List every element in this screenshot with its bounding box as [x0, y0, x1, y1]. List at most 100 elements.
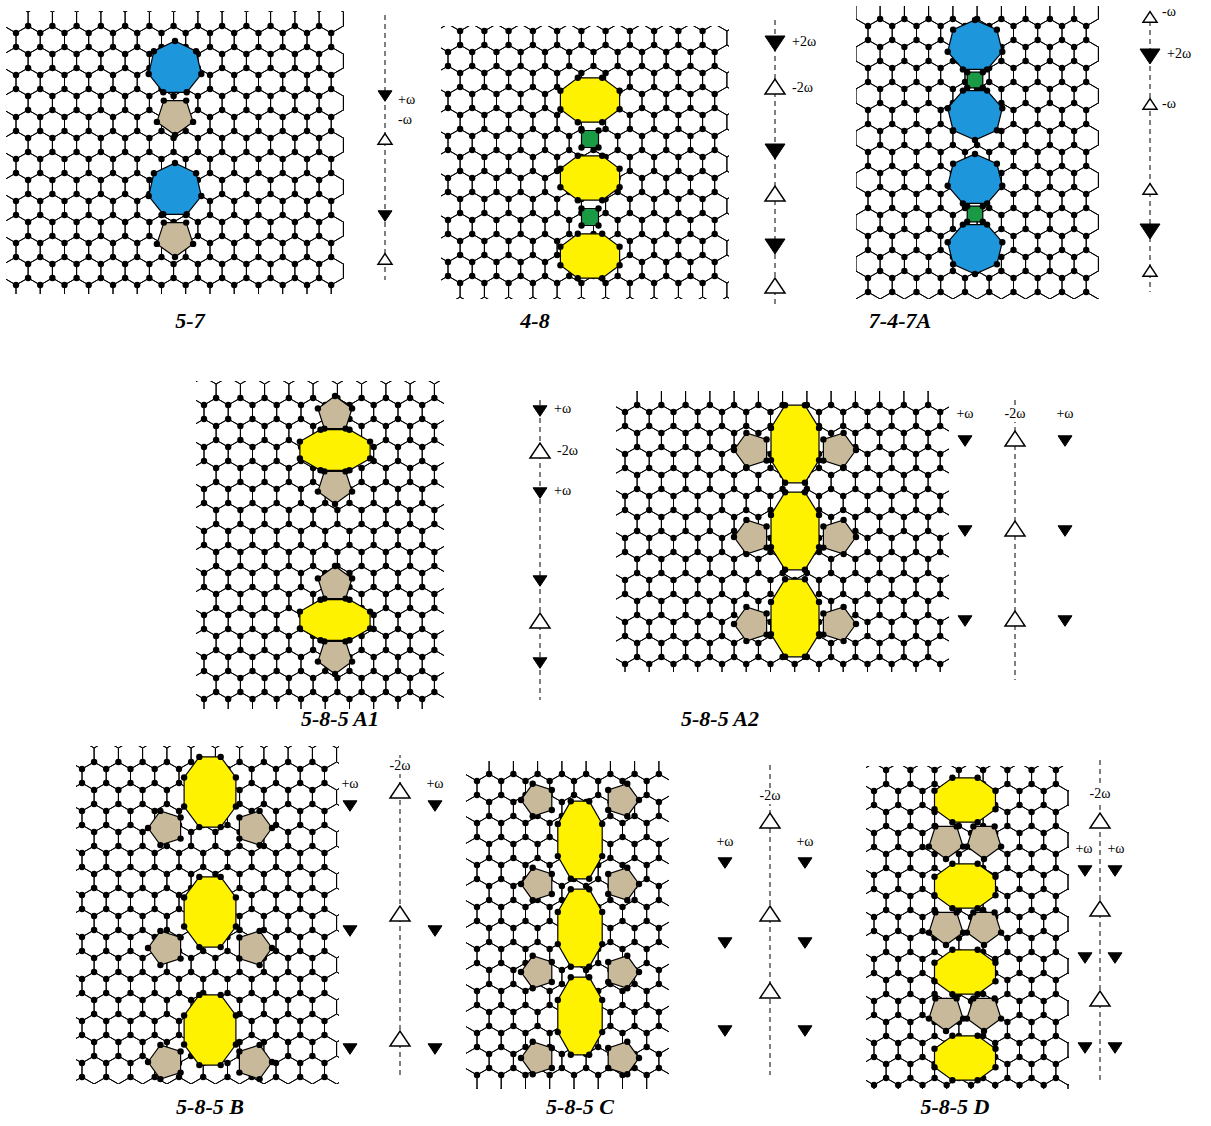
carbon-atom: [195, 23, 201, 29]
carbon-atom: [707, 640, 713, 646]
carbon-atom: [972, 137, 978, 143]
defect-ring: [823, 520, 856, 554]
carbon-atom: [889, 275, 895, 281]
carbon-atom: [889, 247, 895, 253]
carbon-atom: [37, 72, 43, 78]
carbon-atom: [86, 30, 92, 36]
carbon-atom: [964, 203, 970, 209]
carbon-atom: [13, 72, 19, 78]
carbon-atom: [782, 480, 788, 486]
carbon-atom: [274, 668, 280, 674]
carbon-atom: [767, 409, 773, 415]
carbon-atom: [224, 850, 230, 856]
carbon-atom: [304, 44, 310, 50]
carbon-atom: [542, 231, 548, 237]
carbon-atom: [699, 42, 705, 48]
carbon-atom: [1059, 247, 1065, 253]
carbon-atom: [219, 149, 225, 155]
carbon-atom: [13, 156, 19, 162]
carbon-atom: [646, 619, 652, 625]
carbon-atom: [160, 211, 166, 217]
carbon-atom: [782, 402, 788, 408]
carbon-atom: [184, 211, 190, 217]
carbon-atom: [261, 563, 267, 569]
carbon-atom: [712, 105, 718, 111]
carbon-atom: [663, 63, 669, 69]
carbon-atom: [877, 254, 883, 260]
carbon-atom: [518, 273, 524, 279]
carbon-atom: [615, 231, 621, 237]
carbon-atom: [86, 72, 92, 78]
carbon-atom: [865, 107, 871, 113]
carbon-atom: [328, 156, 334, 162]
carbon-atom: [225, 402, 231, 408]
defect-ring: [948, 154, 1003, 203]
carbon-atom: [1047, 226, 1053, 232]
carbon-atom: [249, 528, 255, 534]
carbon-atom: [225, 668, 231, 674]
carbon-atom: [816, 599, 822, 605]
carbon-atom: [1035, 191, 1041, 197]
carbon-atom: [622, 633, 628, 639]
carbon-atom: [225, 444, 231, 450]
carbon-atom: [188, 969, 194, 975]
carbon-atom: [237, 549, 243, 555]
carbon-atom: [876, 598, 882, 604]
carbon-atom: [820, 544, 826, 550]
carbon-atom: [371, 416, 377, 422]
carbon-atom: [658, 612, 664, 618]
carbon-atom: [877, 170, 883, 176]
carbon-atom: [431, 633, 437, 639]
carbon-atom: [431, 563, 437, 569]
carbon-atom: [695, 465, 701, 471]
defect-ring: [582, 209, 599, 226]
carbon-atom: [687, 217, 693, 223]
defect-ring: [967, 206, 983, 222]
carbon-atom: [297, 906, 303, 912]
carbon-atom: [802, 402, 808, 408]
carbon-atom: [371, 570, 377, 576]
carbon-atom: [86, 156, 92, 162]
carbon-atom: [575, 231, 581, 237]
carbon-atom: [419, 668, 425, 674]
carbon-atom: [13, 44, 19, 50]
carbon-atom: [913, 493, 919, 499]
carbon-atom: [840, 638, 846, 644]
carbon-atom: [1010, 163, 1016, 169]
carbon-atom: [445, 175, 451, 181]
carbon-atom: [925, 184, 931, 190]
carbon-atom: [1047, 254, 1053, 260]
carbon-atom: [828, 654, 834, 660]
carbon-atom: [554, 126, 560, 132]
defect-ring: [771, 492, 819, 570]
carbon-atom: [146, 107, 152, 113]
carbon-atom: [639, 273, 645, 279]
carbon-atom: [864, 465, 870, 471]
carbon-atom: [37, 212, 43, 218]
carbon-atom: [13, 30, 19, 36]
carbon-atom: [913, 619, 919, 625]
carbon-atom: [763, 436, 769, 442]
carbon-atom: [634, 472, 640, 478]
carbon-atom: [280, 114, 286, 120]
carbon-atom: [615, 147, 621, 153]
carbon-atom: [298, 416, 304, 422]
carbon-atom: [877, 100, 883, 106]
carbon-atom: [115, 843, 121, 849]
carbon-atom: [184, 89, 190, 95]
carbon-atom: [743, 577, 749, 583]
carbon-atom: [913, 121, 919, 127]
carbon-atom: [321, 808, 327, 814]
carbon-atom: [695, 549, 701, 555]
carbon-atom: [79, 906, 85, 912]
carbon-atom: [675, 168, 681, 174]
carbon-atom: [865, 289, 871, 295]
carbon-atom: [1071, 44, 1077, 50]
carbon-atom: [469, 63, 475, 69]
carbon-atom: [316, 23, 322, 29]
carbon-atom: [731, 640, 737, 646]
carbon-atom: [695, 577, 701, 583]
carbon-atom: [889, 79, 895, 85]
carbon-atom: [889, 121, 895, 127]
carbon-atom: [950, 268, 956, 274]
